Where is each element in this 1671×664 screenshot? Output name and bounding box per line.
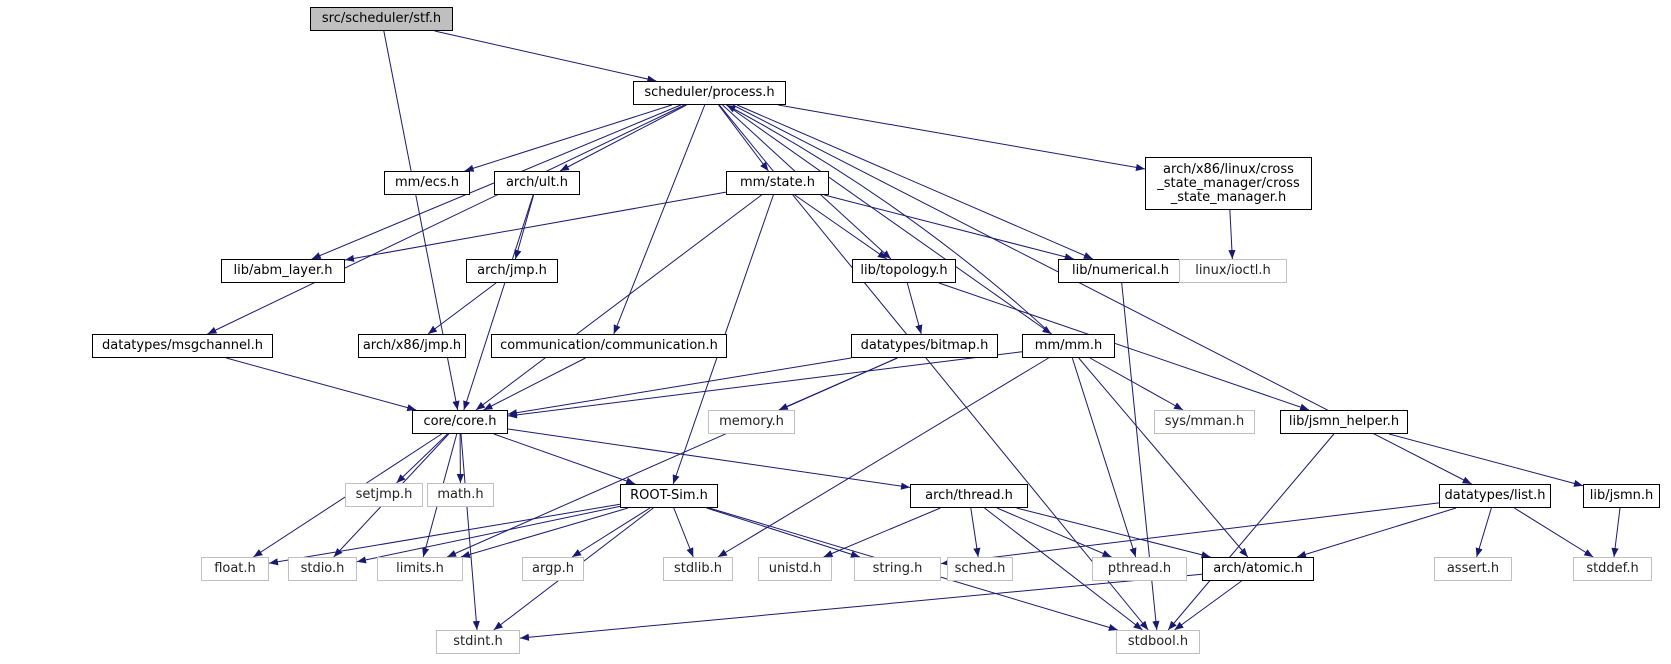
edge-stf-to-core [383,30,460,411]
edge-mm-to-core [507,351,1023,419]
node-thread[interactable]: arch/thread.h [910,484,1028,508]
edge-process-to-communication [613,104,706,335]
node-bitmap[interactable]: datatypes/bitmap.h [851,334,998,358]
edge-rootsim-to-stdlib [673,507,694,558]
edge-rootsim-to-float [268,503,621,566]
node-math: math.h [427,483,494,507]
node-setjmp: setjmp.h [345,483,423,507]
edge-thread-to-sched [970,507,981,558]
node-jsmnhelper[interactable]: lib/jsmn_helper.h [1280,410,1408,434]
node-limits: limits.h [377,557,463,581]
node-pthread: pthread.h [1092,557,1187,581]
edge-mm-to-process [726,104,1052,335]
node-atomic[interactable]: arch/atomic.h [1202,557,1314,581]
edge-core-to-setjmp [396,433,448,484]
edge-bitmap-to-limits [446,357,898,558]
edge-ult-to-core [463,194,534,411]
edge-state-to-numerical [824,194,1074,261]
node-stf: src/scheduler/stf.h [310,7,453,31]
edge-atomic-to-stdint [519,573,1203,641]
edge-process-to-ecs [464,104,672,172]
node-unistd: unistd.h [758,557,832,581]
edge-thread-to-stdbool [984,507,1143,631]
node-list[interactable]: datatypes/list.h [1439,484,1551,508]
edge-ult-to-jmp [514,194,535,260]
node-process[interactable]: scheduler/process.h [633,81,786,105]
node-stdbool: stdbool.h [1116,630,1200,654]
edge-layer [207,30,1621,641]
edge-rootsim-to-argp [571,507,651,558]
node-argp: argp.h [522,557,584,581]
edge-core-to-stdint [460,433,480,631]
node-ecs[interactable]: mm/ecs.h [384,171,470,195]
node-stdlib: stdlib.h [663,557,733,581]
edge-communication-to-core [483,357,586,411]
node-stdint: stdint.h [436,630,520,654]
edge-rootsim-to-stdio [356,505,621,564]
edge-jmp-to-x86jmp [427,282,497,335]
node-memory: memory.h [708,410,795,434]
edge-process-to-ult [559,104,687,172]
edge-core-to-thread [507,428,911,490]
edge-state-to-abm [344,191,727,262]
node-rootsim[interactable]: ROOT-Sim.h [620,484,718,508]
edge-core-to-rootsim [493,433,636,485]
node-abm[interactable]: lib/abm_layer.h [221,259,345,283]
edge-thread-to-pthread [996,507,1112,558]
edge-mm-to-stdlib [717,357,1049,558]
edge-process-to-csm [778,104,1146,171]
node-communication[interactable]: communication/communication.h [491,334,727,358]
node-sysmman: sys/mman.h [1154,410,1255,434]
edge-rootsim-to-string [706,507,861,558]
node-x86jmp[interactable]: arch/x86/jmp.h [358,334,466,358]
node-mm[interactable]: mm/mm.h [1022,334,1115,358]
node-stddef: stddef.h [1573,557,1652,581]
edge-topology-to-bitmap [906,282,923,335]
node-jsmn[interactable]: lib/jsmn.h [1583,484,1660,508]
edge-jsmnhelper-to-jsmn [1388,433,1584,487]
node-msgchannel[interactable]: datatypes/msgchannel.h [92,334,273,358]
edge-stf-to-process [434,30,657,83]
node-float: float.h [201,557,269,581]
edge-numerical-to-stdbool [1121,282,1160,631]
edge-bitmap-to-core [507,357,852,417]
edge-csm-to-ioctl [1228,209,1236,260]
edge-list-to-atomic [1296,507,1457,558]
edge-atomic-to-stdbool [1174,580,1242,631]
edge-jsmn-to-stddef [1611,507,1621,558]
edge-mm-to-sysmman [1089,357,1184,411]
edge-msgchannel-to-core [226,357,417,412]
node-state[interactable]: mm/state.h [726,171,829,195]
edge-list-to-stddef [1514,507,1594,558]
node-numerical[interactable]: lib/numerical.h [1058,259,1183,283]
node-string: string.h [854,557,941,581]
node-stdio: stdio.h [288,557,357,581]
edge-process-to-mm [726,104,1052,335]
node-sched: sched.h [947,557,1013,581]
node-ult[interactable]: arch/ult.h [494,171,580,195]
node-core[interactable]: core/core.h [412,410,508,434]
edge-process-to-numerical [737,104,1093,260]
edge-process-to-state [718,104,769,172]
node-assert: assert.h [1434,557,1512,581]
edge-process-to-msgchannel [207,104,685,335]
node-ioctl: linux/ioctl.h [1179,259,1287,283]
node-jmp[interactable]: arch/jmp.h [466,259,558,283]
edge-list-to-assert [1475,507,1492,558]
node-topology[interactable]: lib/topology.h [852,259,956,283]
edge-topology-to-jsmnhelper [938,282,1310,411]
edge-list-to-string [940,502,1440,567]
node-csm[interactable]: arch/x86/linux/cross _state_manager/cros… [1145,157,1312,210]
edge-mm-to-atomic [1078,357,1249,558]
edge-mm-to-pthread [1071,357,1137,558]
edge-rootsim-to-limits [460,507,629,558]
edge-thread-to-unistd [823,507,941,558]
edge-jsmnhelper-to-stdbool [1167,433,1335,631]
edge-thread-to-atomic [1016,507,1211,559]
edge-state-to-topology [794,194,888,260]
edge-state-to-core [475,194,762,411]
